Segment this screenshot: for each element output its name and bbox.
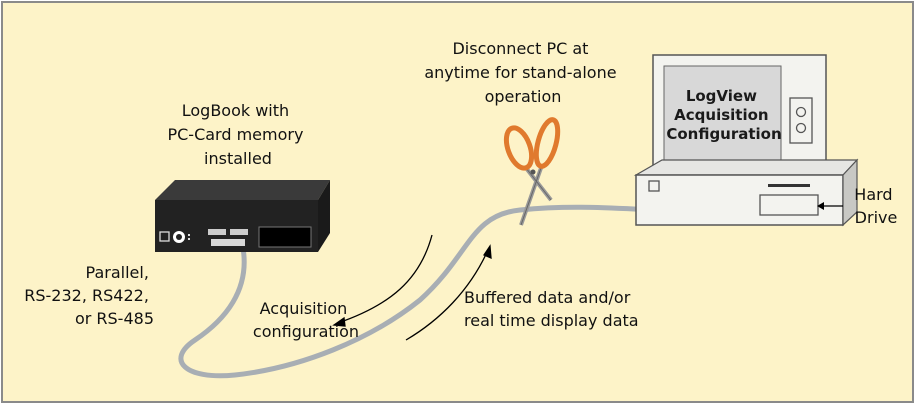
acquisition-label: Acquisition configuration bbox=[253, 299, 359, 341]
data-cable bbox=[178, 204, 658, 379]
pc-monitor bbox=[652, 54, 827, 179]
pc-base-unit bbox=[633, 158, 859, 227]
scissors-icon bbox=[503, 117, 561, 226]
buffered-data-label: Buffered data and/or real time display d… bbox=[464, 288, 639, 330]
disconnect-label: Disconnect PC at anytime for stand-alone… bbox=[424, 39, 621, 106]
logbook-label: LogBook with PC-Card memory installed bbox=[167, 101, 308, 168]
hard-drive-bay bbox=[759, 194, 819, 216]
hard-drive-label: Hard Drive bbox=[854, 185, 897, 227]
interface-label: Parallel, RS-232, RS422, or RS-485 bbox=[24, 263, 154, 328]
logbook-device bbox=[155, 180, 330, 252]
monitor-screen-text: LogView Acquisition Configuration bbox=[666, 87, 781, 143]
config-direction-arrow bbox=[332, 234, 433, 327]
data-direction-arrow bbox=[405, 244, 492, 341]
